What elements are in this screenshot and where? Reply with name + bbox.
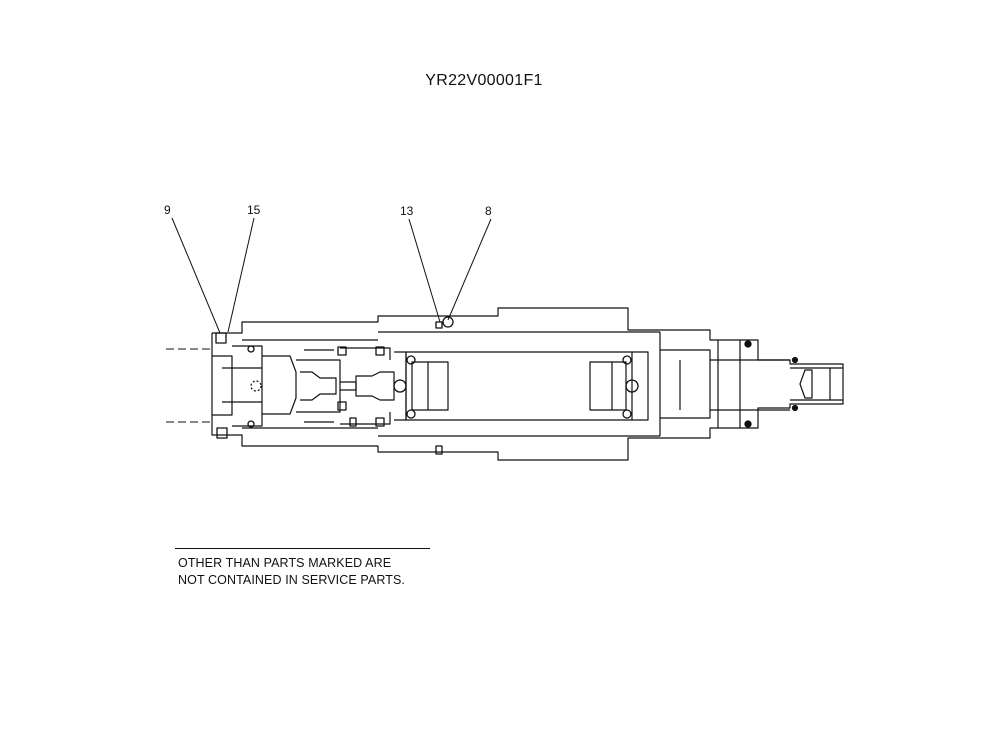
pipe-lines [166,348,212,423]
callout-label-13: 13 [400,204,414,218]
callout-label-9: 9 [164,203,171,217]
leader-line-9 [171,217,221,334]
valve-body-outline [211,307,844,461]
drawing-code: YR22V00001F1 [0,72,1000,90]
spring-chamber [405,351,649,421]
callout-label-15: 15 [247,203,261,217]
drawing-code-text: YR22V00001F1 [425,72,543,89]
seal-rings [215,316,752,455]
service-parts-note: OTHER THAN PARTS MARKED ARE NOT CONTAINE… [178,555,405,589]
note-line-2: NOT CONTAINED IN SERVICE PARTS. [178,573,405,587]
note-line-1: OTHER THAN PARTS MARKED ARE [178,556,392,570]
note-rule [175,548,430,549]
callout-label-8: 8 [485,204,492,218]
leader-line-15 [227,217,255,333]
leader-line-8 [447,218,492,321]
leader-lines [171,217,492,334]
end-plug [212,345,297,427]
poppet-assembly [296,347,407,425]
leader-line-13 [408,218,441,323]
seal-ring-9-upper [215,332,227,344]
seal-ring-8 [442,316,454,328]
